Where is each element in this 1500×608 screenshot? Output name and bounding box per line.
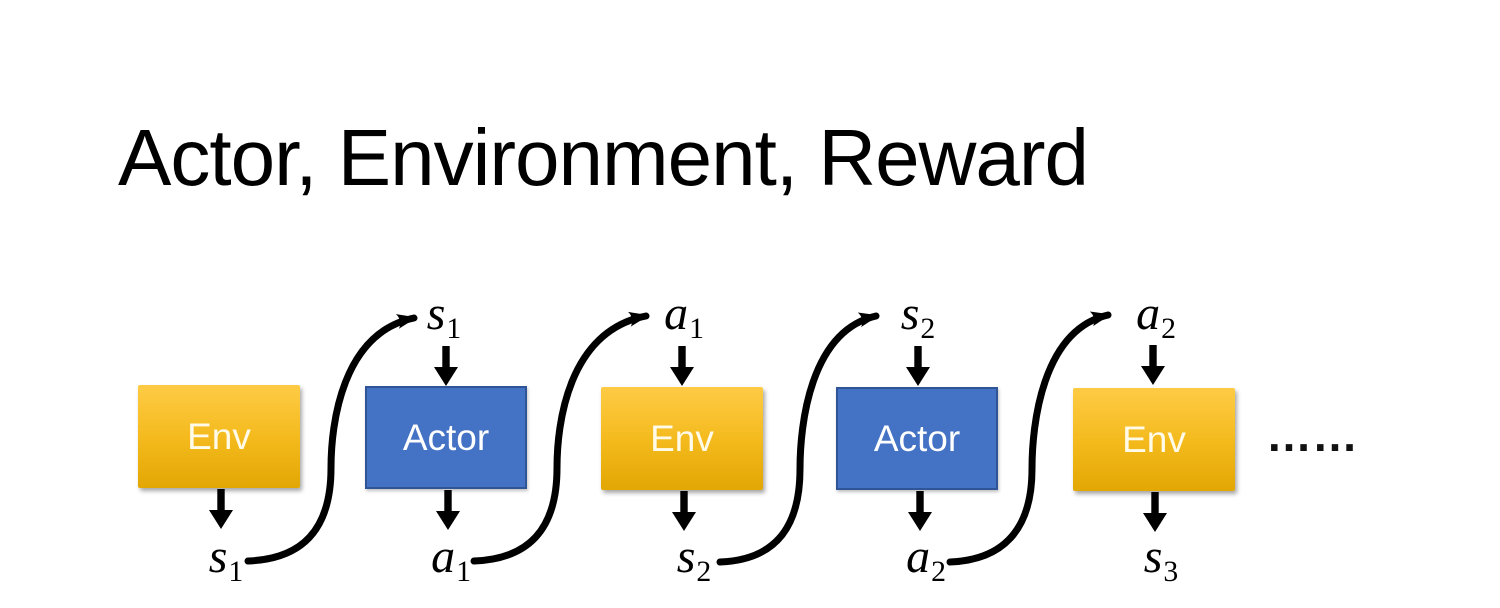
top-label-s1-sub: 1 — [446, 311, 462, 345]
bottom-label-s2-sub: 2 — [696, 554, 712, 588]
top-label-s2-sub: 2 — [920, 311, 936, 345]
down-arrow-into-env-3 — [1141, 345, 1165, 385]
bottom-label-s1-sub: 1 — [228, 554, 244, 588]
bottom-label-s3-base: s — [1143, 530, 1163, 583]
bottom-label-a1-base: a — [431, 530, 456, 583]
down-arrow-out-actor-1 — [436, 490, 460, 530]
env-box-3: Env — [1073, 388, 1235, 491]
env-box-2-label: Env — [650, 418, 714, 459]
top-label-a2: a2 — [1136, 287, 1176, 344]
top-label-a2-base: a — [1136, 287, 1161, 340]
env-box-3-label: Env — [1122, 419, 1186, 460]
top-label-a1: a1 — [664, 287, 704, 344]
top-label-a2-sub: 2 — [1161, 311, 1176, 345]
down-arrow-out-env-1 — [209, 489, 233, 529]
actor-box-1: Actor — [365, 386, 527, 489]
down-arrow-into-actor-2 — [906, 346, 930, 386]
bottom-label-s3: s3 — [1143, 530, 1179, 587]
bottom-label-a2: a2 — [906, 530, 946, 587]
top-label-s1: s1 — [426, 287, 462, 344]
env-box-1-label: Env — [187, 416, 251, 457]
top-label-a1-sub: 1 — [689, 311, 704, 345]
bottom-label-a2-base: a — [906, 530, 931, 583]
bottom-label-a2-sub: 2 — [931, 554, 946, 588]
bottom-label-s3-sub: 3 — [1163, 554, 1179, 588]
down-arrow-out-env-2 — [672, 491, 696, 531]
down-arrow-out-env-3 — [1143, 492, 1167, 532]
actor-box-1-label: Actor — [402, 417, 490, 458]
down-arrow-into-actor-1 — [434, 346, 458, 386]
env-box-2: Env — [601, 387, 763, 490]
top-label-s1-base: s — [426, 287, 446, 340]
top-label-s2: s2 — [900, 287, 936, 344]
bottom-label-s1-base: s — [208, 530, 228, 583]
slide-title: Actor, Environment, Reward — [118, 113, 1089, 202]
actor-box-2: Actor — [836, 387, 998, 490]
down-arrow-into-env-2 — [670, 346, 694, 386]
bottom-label-s1: s1 — [208, 530, 244, 587]
bottom-label-a1-sub: 1 — [456, 554, 471, 588]
top-label-s2-base: s — [900, 287, 920, 340]
bottom-label-s2-base: s — [676, 530, 696, 583]
actor-box-2-label: Actor — [873, 418, 961, 459]
bottom-label-s2: s2 — [676, 530, 712, 587]
down-arrow-out-actor-2 — [908, 491, 932, 531]
top-label-a1-base: a — [664, 287, 689, 340]
env-box-1: Env — [138, 385, 300, 488]
ellipsis-dots: …… — [1266, 409, 1358, 461]
bottom-label-a1: a1 — [431, 530, 471, 587]
